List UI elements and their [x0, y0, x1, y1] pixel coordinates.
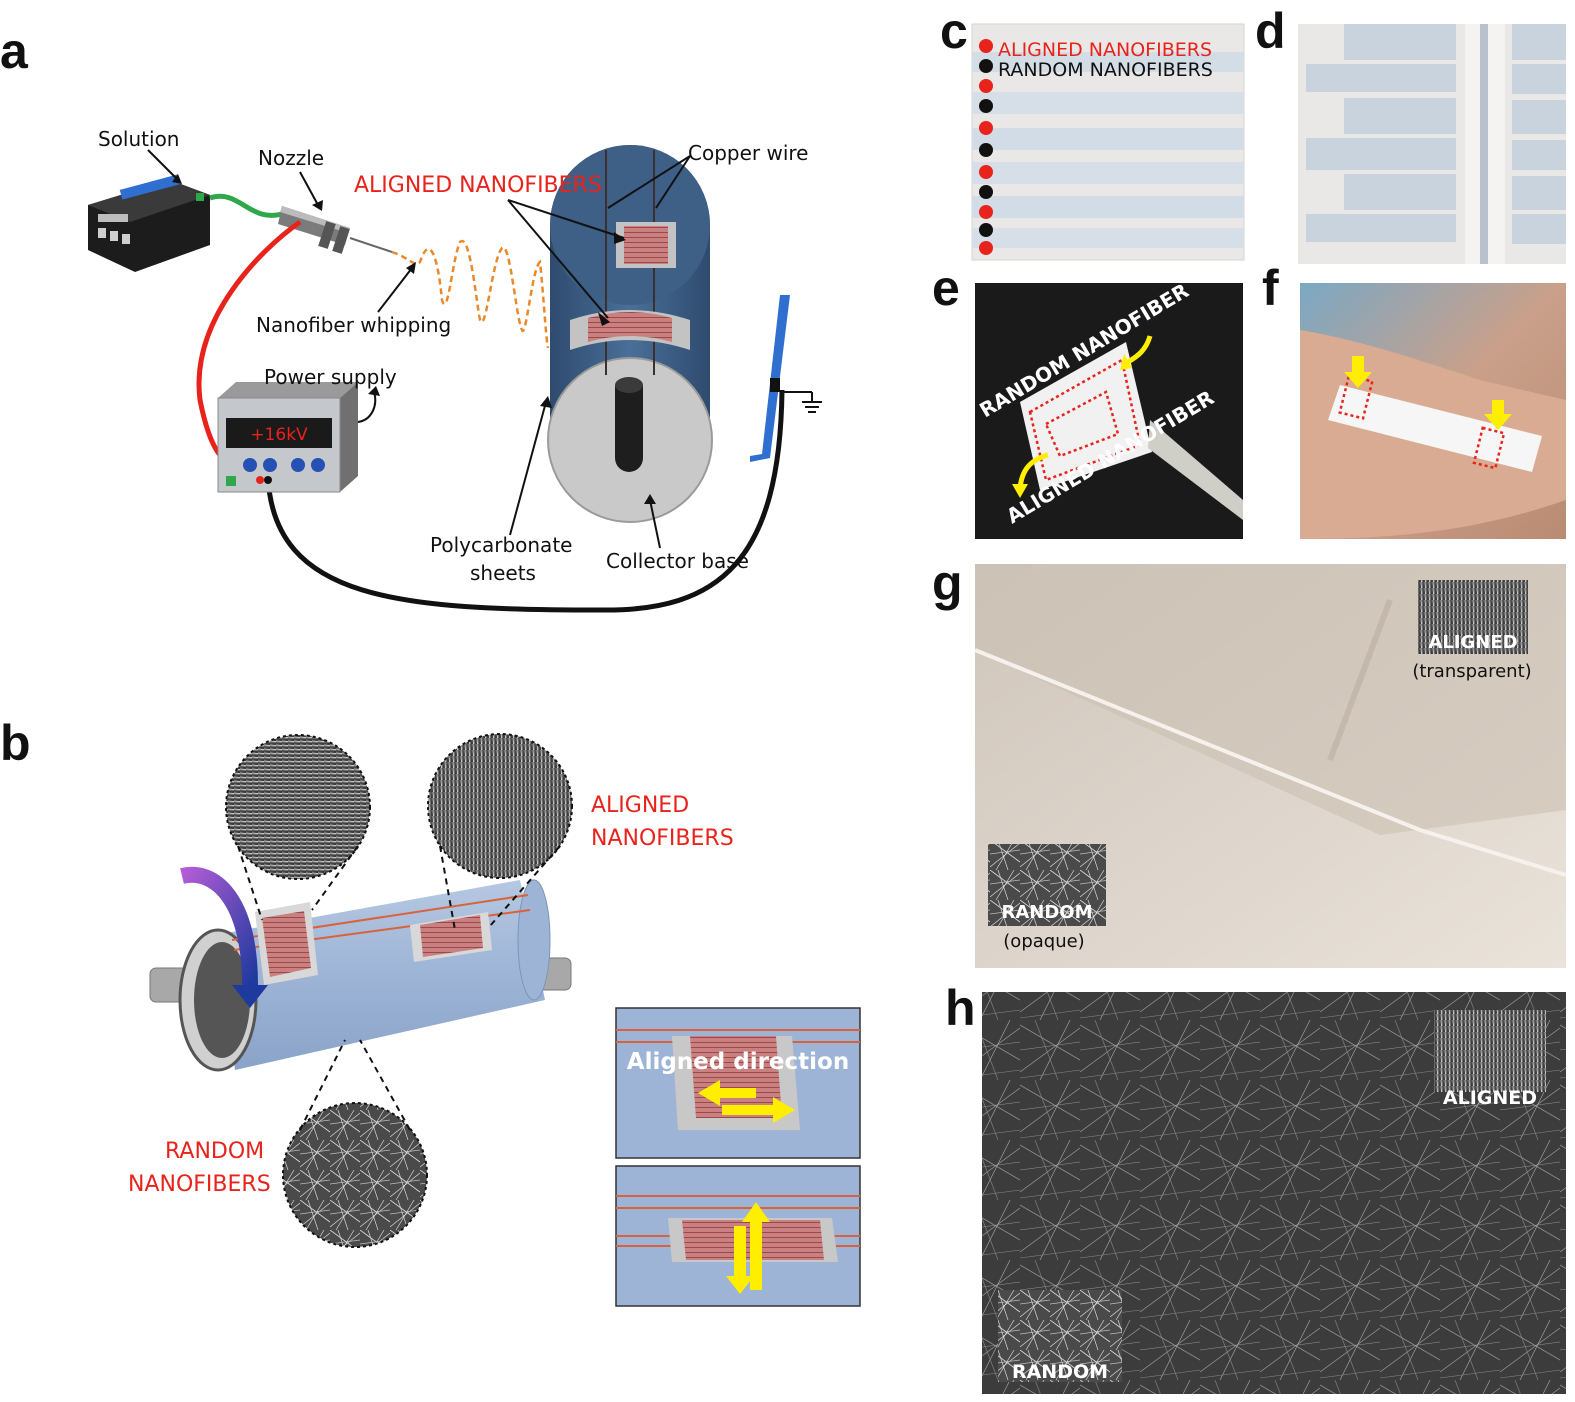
- label-polycarbonate-2: sheets: [470, 561, 536, 585]
- panel-label-b: b: [0, 715, 31, 771]
- power-supply-voltage: +16kV: [250, 425, 308, 445]
- tweezers: [1148, 420, 1243, 520]
- label-random-h: RANDOM: [1012, 1361, 1108, 1383]
- panel-label-e: e: [932, 260, 960, 316]
- panel-c-photo: ALIGNED NANOFIBERS RANDOM NANOFIBERS: [971, 23, 1245, 261]
- panel-label-f: f: [1262, 260, 1279, 316]
- power-supply: +16kV: [217, 382, 358, 493]
- inset-aligned-direction-top: Aligned direction: [615, 1007, 861, 1159]
- label-aligned-h: ALIGNED: [1443, 1087, 1537, 1109]
- label-random-c: RANDOM NANOFIBERS: [998, 59, 1213, 81]
- magnify-aligned-horizontal: [225, 734, 371, 880]
- label-aligned-b-1: ALIGNED: [591, 793, 689, 818]
- label-power-supply: Power supply: [264, 365, 397, 389]
- ground-electrode: [750, 295, 822, 462]
- panel-f-photo: [1300, 283, 1566, 539]
- panel-label-c: c: [940, 3, 968, 59]
- label-aligned-c: ALIGNED NANOFIBERS: [998, 39, 1212, 61]
- panel-e-photo: RANDOM NANOFIBER ALIGNED NANOFIBER: [975, 278, 1243, 539]
- panel-d-photo: [1298, 24, 1566, 264]
- label-random-g: RANDOM: [1001, 902, 1092, 923]
- label-aligned-nanofibers-a: ALIGNED NANOFIBERS: [354, 173, 602, 198]
- label-random-g-note: (opaque): [1003, 931, 1084, 952]
- panel-g-photo: ALIGNED (transparent) RANDOM (opaque): [974, 564, 1567, 968]
- label-copper-wire: Copper wire: [688, 141, 808, 165]
- panel-label-d: d: [1255, 3, 1286, 59]
- magnify-aligned-vertical: [427, 733, 573, 879]
- label-aligned-direction: Aligned direction: [627, 1049, 849, 1075]
- panel-label-h: h: [945, 980, 976, 1036]
- label-aligned-g: ALIGNED: [1428, 632, 1517, 653]
- strip-markers: [979, 39, 993, 255]
- collector-cylinder: [547, 145, 713, 523]
- label-solution: Solution: [98, 127, 179, 151]
- label-aligned-g-note: (transparent): [1412, 661, 1531, 682]
- magnify-random: [282, 1102, 428, 1248]
- label-nozzle: Nozzle: [258, 146, 324, 170]
- syringe-pump: [88, 174, 210, 272]
- inset-aligned-sem-h: [1434, 1010, 1546, 1092]
- sensor-strip: [1328, 385, 1542, 472]
- rotation-arrow: [180, 866, 258, 986]
- panel-a-setup: +16kV: [88, 127, 822, 613]
- ground-wire: [265, 389, 785, 613]
- panel-h-sem: ALIGNED RANDOM: [982, 992, 1566, 1394]
- label-nanofiber-whipping: Nanofiber whipping: [256, 313, 451, 337]
- label-polycarbonate-1: Polycarbonate: [430, 533, 572, 557]
- label-aligned-b-2: NANOFIBERS: [591, 826, 734, 851]
- panel-label-g: g: [932, 555, 963, 611]
- nanofiber-whipping-jet: [391, 239, 550, 349]
- label-random-b-1: RANDOM: [165, 1139, 264, 1164]
- solution-tube: [209, 193, 286, 218]
- inset-aligned-direction-bottom: [615, 1165, 861, 1307]
- inset-random-sem-g: [988, 844, 1106, 926]
- panel-label-a: a: [0, 23, 29, 79]
- nozzle: [278, 206, 393, 254]
- panel-b-drum: ALIGNED NANOFIBERS RANDOM NANOFIBERS Ali…: [128, 733, 861, 1307]
- sensor-sample: [1020, 342, 1152, 490]
- label-collector-base: Collector base: [606, 549, 749, 573]
- inset-random-sem-h: [998, 1290, 1122, 1382]
- label-random-b-2: NANOFIBERS: [128, 1172, 271, 1197]
- inset-aligned-sem-g: [1418, 580, 1528, 654]
